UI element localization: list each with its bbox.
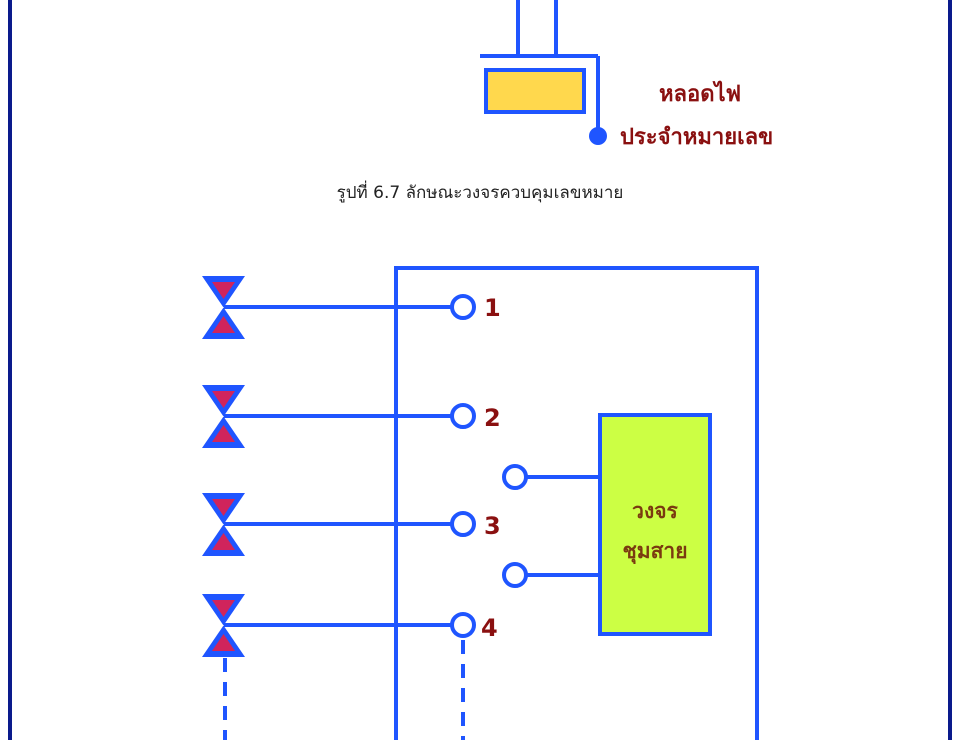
selector-contact-b	[502, 562, 528, 588]
terminal-4-contact	[450, 612, 476, 638]
page-border-left	[8, 0, 12, 740]
terminal-3-contact	[450, 511, 476, 537]
exchange-figure: 1 2 3 4 วงจร ชุมสาย	[202, 266, 759, 740]
page-border-right	[948, 0, 952, 740]
lamp-label-line1: หลอดไฟ	[659, 80, 741, 107]
terminal-2-contact	[450, 403, 476, 429]
lamp-label-line2: ประจำหมายเลข	[620, 125, 773, 150]
block-label-line2: ชุมสาย	[622, 539, 687, 565]
numbered-lamp	[484, 68, 586, 114]
exchange-circuit-block	[598, 413, 712, 636]
lamp-figure: หลอดไฟ ประจำหมายเลข	[480, 0, 773, 150]
lamp-terminal-dot	[589, 127, 607, 145]
figure-caption: รูปที่ 6.7 ลักษณะวงจรควบคุมเลขหมาย	[337, 180, 624, 203]
terminal-3-label: 3	[484, 512, 501, 540]
terminal-2-label: 2	[484, 404, 501, 432]
selector-contact-a	[502, 464, 528, 490]
exchange-cabinet	[394, 266, 759, 740]
valve-symbol-2	[202, 385, 245, 448]
valve-symbol-4	[202, 594, 245, 657]
terminal-4-label: 4	[481, 614, 498, 642]
valve-symbol-1	[202, 276, 245, 339]
terminal-1-contact	[450, 294, 476, 320]
block-label-line1: วงจร	[632, 499, 678, 523]
valve-symbol-3	[202, 493, 245, 556]
terminal-1-label: 1	[484, 294, 501, 322]
